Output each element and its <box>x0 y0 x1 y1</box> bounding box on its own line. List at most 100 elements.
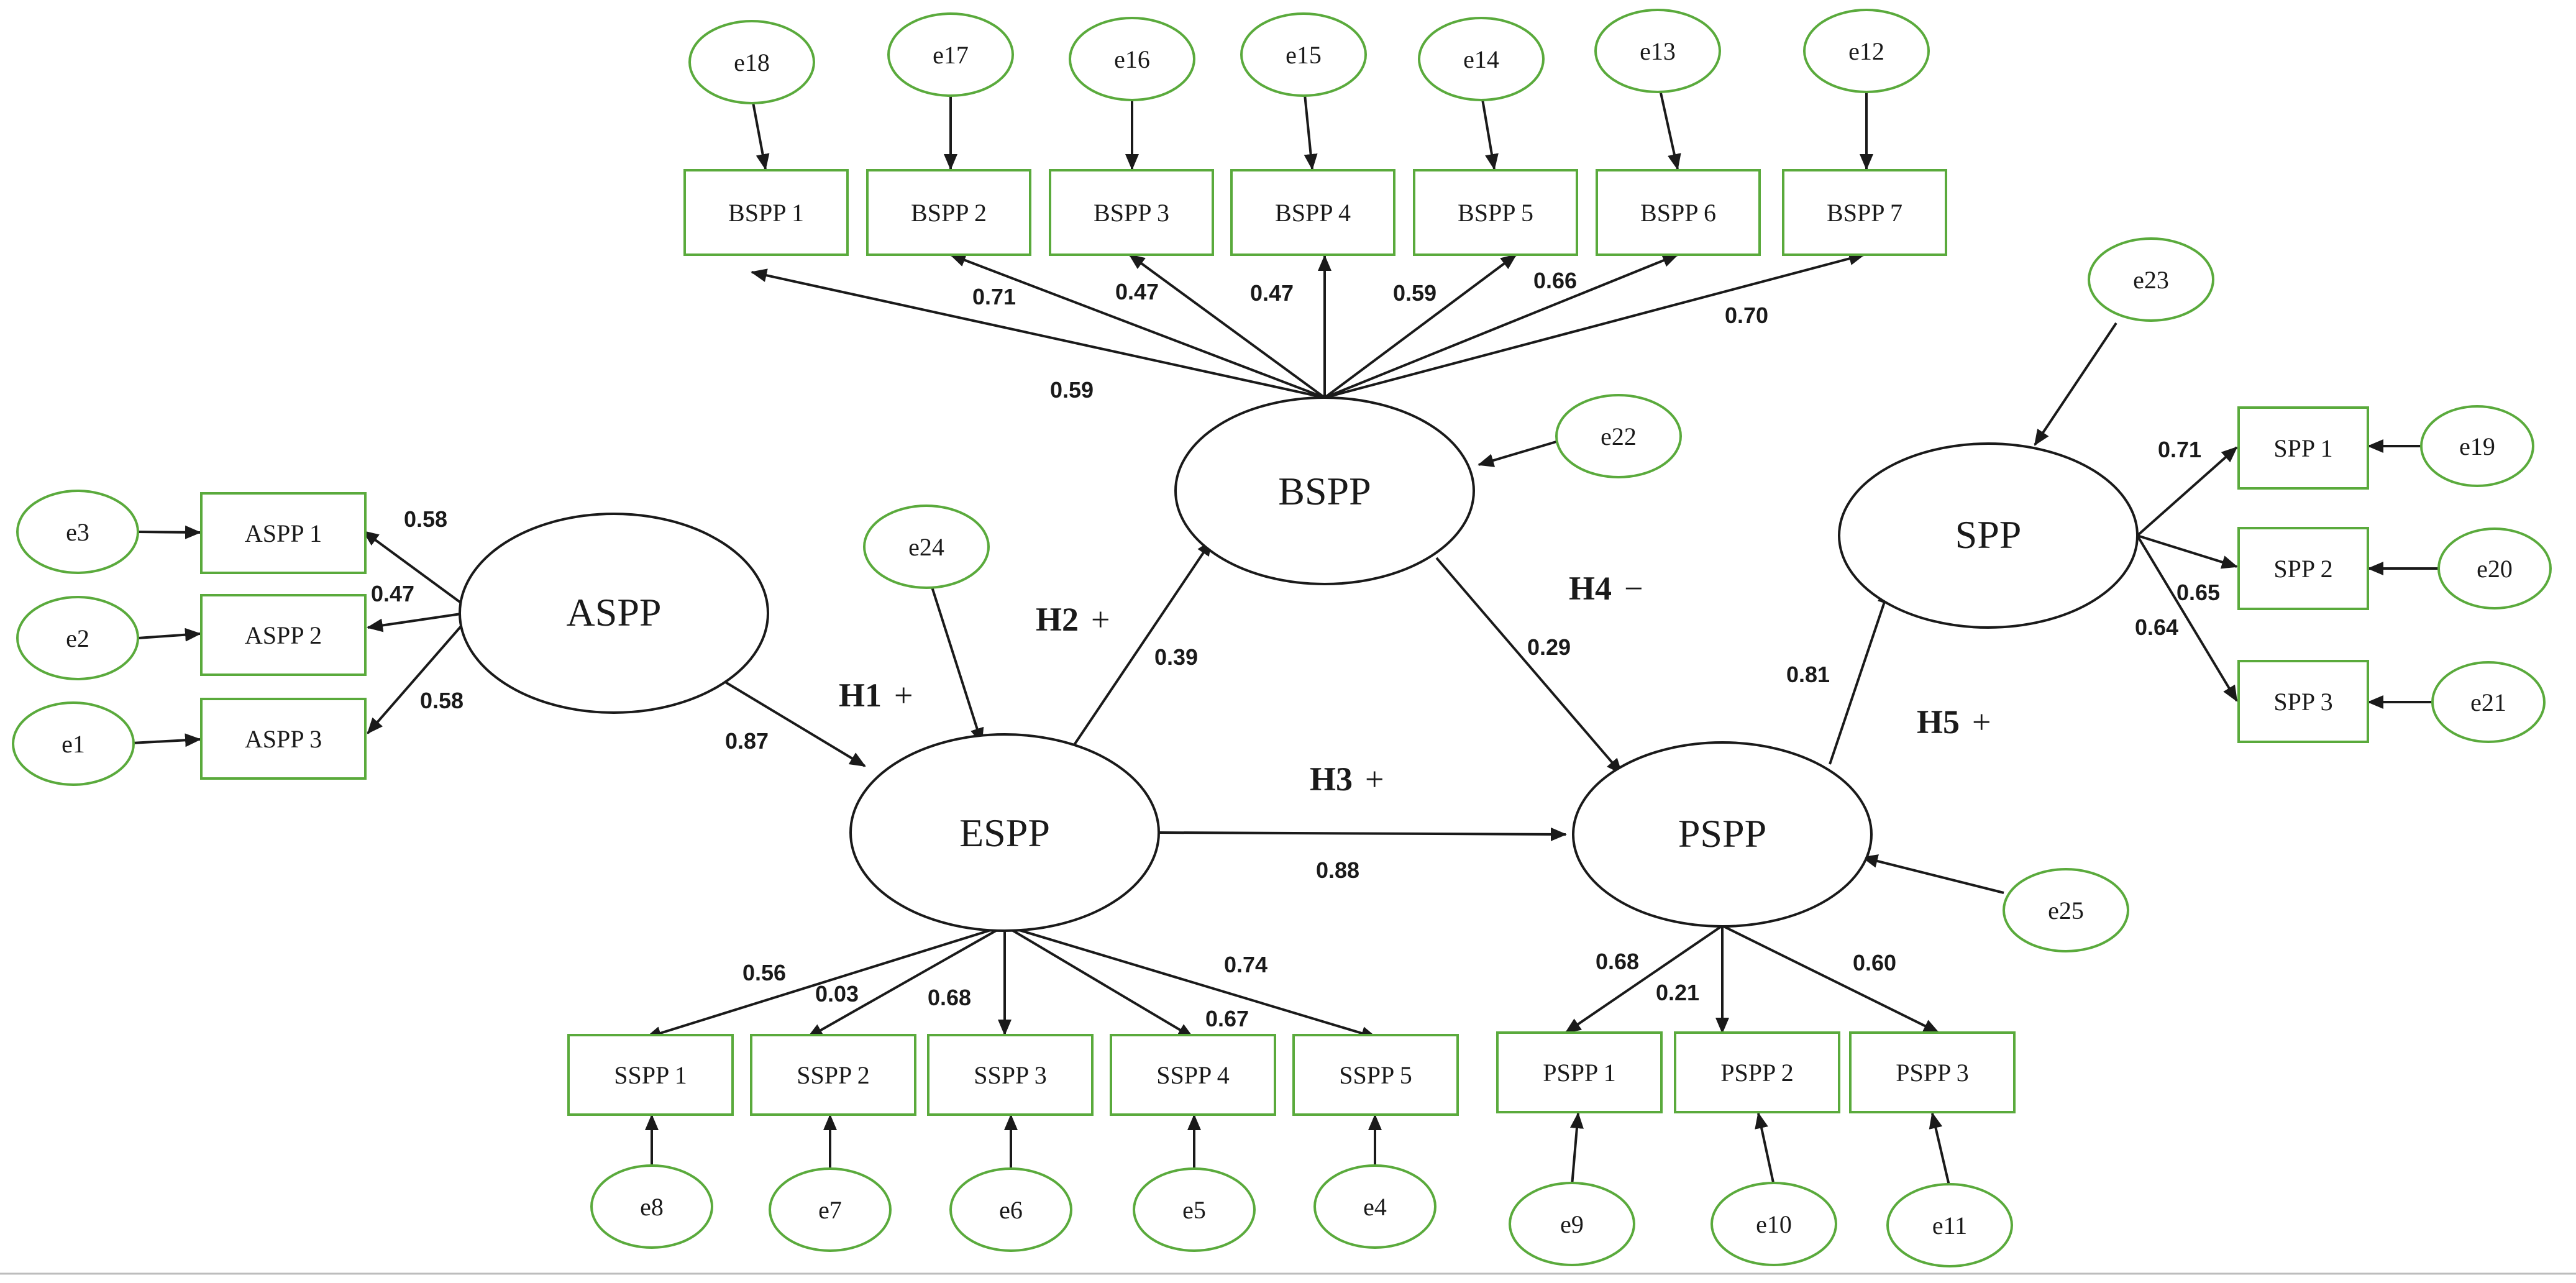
path-espp-pspp <box>1158 827 1567 841</box>
error-e21-circle <box>2431 661 2546 743</box>
loading-spp-3: 0.64 <box>2135 614 2178 640</box>
loading-aspp-2: 0.47 <box>371 581 414 606</box>
indicator-spp-3-label: SPP 3 <box>2273 688 2332 716</box>
indicator-sspp-1-box <box>567 1034 734 1116</box>
indicator-aspp-1-box <box>200 492 367 574</box>
indicator-sspp-1-label: SSPP 1 <box>614 1061 687 1089</box>
pspp-loading-arrow-1 <box>1564 925 1724 1034</box>
indicator-spp-1-box <box>2237 406 2369 490</box>
latent-espp: ESPP <box>849 733 1160 932</box>
e24-arrow <box>931 587 984 744</box>
error-e22-circle <box>1555 394 1682 478</box>
error-e20-label: e20 <box>2477 555 2513 583</box>
error-e4-circle <box>1313 1164 1436 1249</box>
indicator-spp-1-label: SPP 1 <box>2273 434 2332 462</box>
loading-aspp-1: 0.58 <box>404 506 447 532</box>
error-e3-label: e3 <box>66 518 89 546</box>
loading-pspp-2: 0.21 <box>1656 980 1699 1005</box>
error-e1-circle <box>12 701 135 786</box>
hypothesis-h4-sign: − <box>1624 570 1643 607</box>
error-e20-circle <box>2437 527 2552 610</box>
indicator-bspp-1-label: BSPP 1 <box>728 199 804 227</box>
error-e22-label: e22 <box>1601 422 1637 450</box>
path-bspp-pspp-coef: 0.29 <box>1527 634 1571 660</box>
hypothesis-h2-label: H2 <box>1036 601 1079 638</box>
error-e24-circle <box>863 505 990 589</box>
spp-loading-arrow-2 <box>2137 534 2238 569</box>
bspp-error-arrow-6 <box>1659 89 1681 170</box>
sspp-loading-arrow-4 <box>1003 925 1194 1039</box>
hypothesis-h5: H5 + <box>1917 703 1991 741</box>
path-pspp-spp <box>1829 588 1891 765</box>
hypothesis-h1-sign: + <box>894 677 913 714</box>
error-e13-circle <box>1594 9 1721 93</box>
error-e14-circle <box>1418 17 1545 101</box>
bspp-loading-arrow-6 <box>1324 253 1679 399</box>
latent-aspp-label: ASPP <box>567 590 662 634</box>
pspp-error-arrow-3 <box>1929 1112 1951 1189</box>
aspp-error-arrow-3 <box>131 733 201 747</box>
indicator-sspp-4-label: SSPP 4 <box>1156 1061 1230 1089</box>
e23-arrow <box>2034 322 2117 446</box>
hypothesis-h4: H4 − <box>1569 570 1643 607</box>
error-e4-label: e4 <box>1363 1193 1387 1221</box>
loading-bspp-4: 0.47 <box>1250 280 1294 306</box>
indicator-sspp-5-box <box>1292 1034 1459 1116</box>
indicator-aspp-2-label: ASPP 2 <box>245 621 322 649</box>
pspp-error-arrow-1 <box>1569 1112 1584 1186</box>
indicator-spp-2-label: SPP 2 <box>2273 555 2332 583</box>
indicator-bspp-3-label: BSPP 3 <box>1094 199 1169 227</box>
spp-loading-arrow-3 <box>2136 534 2238 702</box>
hypothesis-h4-label: H4 <box>1569 570 1612 607</box>
bspp-error-arrow-4 <box>1304 94 1318 170</box>
error-e15-circle <box>1240 12 1367 97</box>
error-e2-label: e2 <box>66 624 89 652</box>
loading-pspp-1: 0.68 <box>1596 949 1639 974</box>
latent-variables: ASPP ESPP BSPP PSPP SPP <box>459 396 2139 932</box>
latent-spp: SPP <box>1838 442 2139 629</box>
indicator-pspp-2-label: PSPP 2 <box>1720 1059 1794 1087</box>
indicator-aspp-3-label: ASPP 3 <box>245 725 322 753</box>
indicator-pspp-3-box <box>1849 1031 2016 1113</box>
bspp-error-arrow-1 <box>752 102 770 170</box>
path-pspp-spp-coef: 0.81 <box>1786 662 1830 687</box>
error-e11-circle <box>1886 1183 2013 1267</box>
loading-bspp-1: 0.59 <box>1050 377 1094 403</box>
coefficients: 0.58 0.47 0.58 0.59 0.71 0.47 0.47 0.59 … <box>371 268 2220 1031</box>
bspp-loading-arrow-2 <box>949 253 1325 399</box>
error-e8-label: e8 <box>640 1193 664 1221</box>
indicator-bspp-7-box <box>1782 169 1947 256</box>
loading-pspp-3: 0.60 <box>1853 950 1896 975</box>
indicator-sspp-4-box <box>1110 1034 1276 1116</box>
arrows <box>131 89 2439 1189</box>
error-e19-circle <box>2420 405 2534 487</box>
indicator-spp-2-box <box>2237 527 2369 610</box>
error-e5-label: e5 <box>1182 1196 1206 1224</box>
indicator-aspp-2-box <box>200 594 367 676</box>
latent-pspp-label: PSPP <box>1678 811 1766 856</box>
indicator-bspp-5-label: BSPP 5 <box>1458 199 1533 227</box>
error-e16-circle <box>1069 17 1195 101</box>
hypothesis-h1: H1 + <box>839 677 913 714</box>
error-e16-label: e16 <box>1114 45 1150 73</box>
error-e6-label: e6 <box>999 1196 1023 1224</box>
indicator-spp-3-box <box>2237 660 2369 743</box>
hypothesis-h2-sign: + <box>1091 601 1110 638</box>
sspp-loading-arrow-2 <box>806 925 1005 1039</box>
hypothesis-h5-sign: + <box>1972 703 1991 741</box>
loading-spp-2: 0.65 <box>2176 580 2220 605</box>
error-e6-circle <box>949 1167 1072 1252</box>
error-e5-circle <box>1133 1167 1256 1252</box>
error-e10-circle <box>1710 1182 1837 1266</box>
indicator-bspp-2-label: BSPP 2 <box>911 199 987 227</box>
hypothesis-h3-label: H3 <box>1310 760 1353 798</box>
error-e19-label: e19 <box>2459 432 2495 460</box>
loading-sspp-3: 0.68 <box>928 985 971 1010</box>
indicator-pspp-1-box <box>1496 1031 1663 1113</box>
loading-sspp-2: 0.03 <box>815 981 859 1007</box>
path-bspp-pspp <box>1435 557 1623 775</box>
indicator-pspp-2-box <box>1674 1031 1840 1113</box>
hypotheses: H1 + H2 + H3 + H4 − H5 + <box>839 570 1991 798</box>
error-e3-circle <box>16 490 139 574</box>
indicator-bspp-4-box <box>1230 169 1395 256</box>
